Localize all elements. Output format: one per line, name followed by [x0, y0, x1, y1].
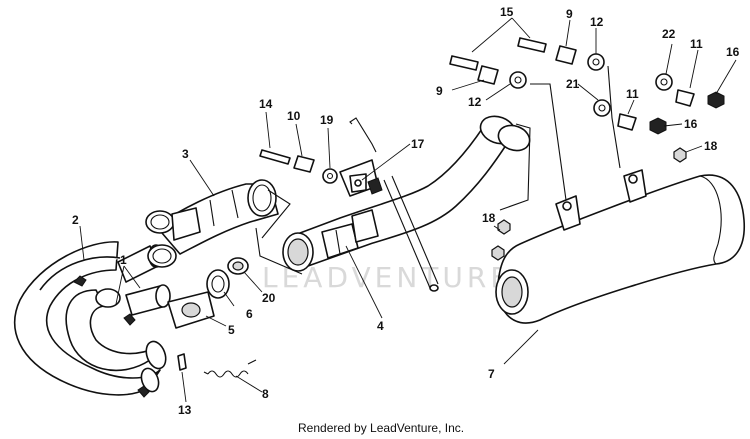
- callout-18b: 18: [482, 211, 496, 225]
- callout-20: 20: [262, 291, 276, 305]
- callout-8: 8: [262, 387, 269, 401]
- callout-7: 7: [488, 367, 495, 381]
- footer-credit: Rendered by LeadVenture, Inc.: [298, 421, 464, 435]
- callout-22: 22: [662, 27, 676, 41]
- callout-14: 14: [259, 97, 273, 111]
- bolt-15a: [449, 55, 479, 71]
- callout-12b: 12: [468, 95, 482, 109]
- callout-18a: 18: [704, 139, 718, 153]
- callout-17: 17: [411, 137, 425, 151]
- callout-1: 1: [120, 253, 127, 267]
- callout-labels: 15 9 12 9 12 21 11 22 11 16 16 18 18 14 …: [72, 5, 740, 417]
- callout-9a: 9: [566, 7, 573, 21]
- callout-4: 4: [377, 319, 384, 333]
- header-pipe-assembly: [13, 241, 171, 398]
- callout-19: 19: [320, 113, 334, 127]
- callout-9b: 9: [436, 84, 443, 98]
- callout-11b: 11: [690, 37, 703, 51]
- hardware: [167, 37, 725, 378]
- callout-13: 13: [178, 403, 192, 417]
- callout-15: 15: [500, 5, 514, 19]
- callout-12a: 12: [590, 15, 604, 29]
- muffler: [495, 65, 746, 324]
- leader-lines: [79, 17, 737, 403]
- callout-11a: 11: [626, 87, 639, 101]
- callout-2: 2: [72, 213, 79, 227]
- callout-3: 3: [182, 147, 189, 161]
- callout-6: 6: [246, 307, 253, 321]
- callout-10: 10: [287, 109, 301, 123]
- callout-16a: 16: [726, 45, 740, 59]
- front-header-y-pipe: [145, 179, 291, 268]
- bolt-15b: [517, 37, 547, 53]
- callout-21: 21: [566, 77, 580, 91]
- callout-16b: 16: [684, 117, 698, 131]
- callout-5: 5: [228, 323, 235, 337]
